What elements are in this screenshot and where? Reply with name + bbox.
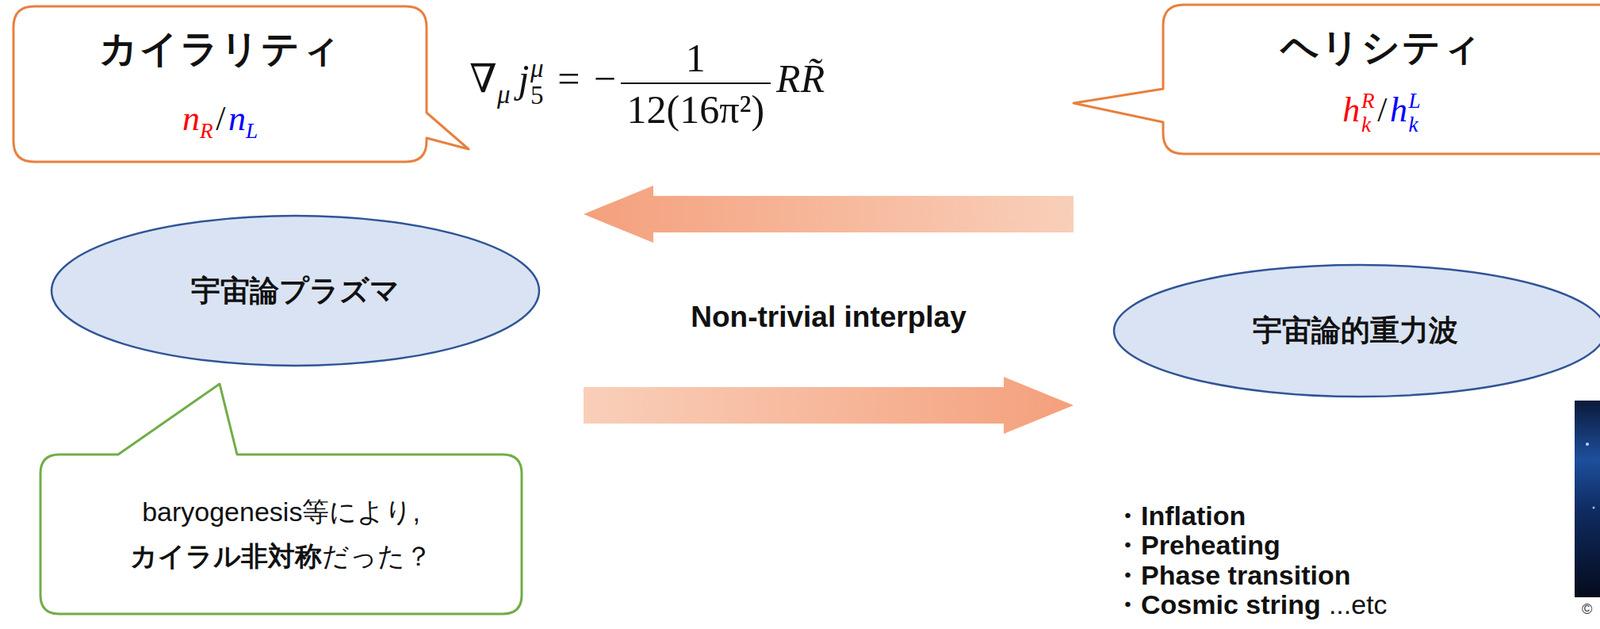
equation-line: ∇μjμ5=−112(16π²)RR̃ — [469, 34, 825, 133]
callout-box: カイラリティnR/nL — [11, 4, 472, 164]
subscript: L — [245, 118, 258, 143]
node-content: 宇宙論プラズマ — [49, 214, 541, 368]
node-content: ヘリシティhRk/hLk — [1163, 4, 1600, 154]
script-stack: μ5 — [530, 54, 544, 110]
symbol: n — [182, 99, 200, 138]
block-arrow — [583, 185, 1074, 243]
plasma-ellipse: 宇宙論プラズマ — [49, 214, 541, 368]
ellipse-label: 宇宙論的重力波 — [1252, 310, 1459, 351]
subscript: R — [199, 118, 214, 143]
note-line: カイラル非対称だった？ — [130, 538, 433, 575]
note-callout: baryogenesis等により, カイラル非対称だった？ — [38, 380, 524, 616]
bullet-item: ・Cosmic string — [1113, 589, 1321, 620]
callout-title: ヘリシティ — [1280, 22, 1483, 73]
bullet-item: ・Preheating — [1113, 529, 1281, 560]
bullet-line: ・Cosmic string...etc — [1113, 586, 1388, 624]
subscript: 5 — [530, 81, 544, 110]
bullet-etc: ...etc — [1328, 589, 1388, 620]
note-text: だった？ — [321, 540, 433, 571]
symbol: R — [776, 56, 801, 101]
symbol: h — [1389, 90, 1408, 130]
node-content: 宇宙論的重力波 — [1112, 263, 1598, 399]
gw-ellipse: 宇宙論的重力波 — [1112, 263, 1600, 399]
callout-box-shape — [1073, 4, 1600, 154]
callout-box-shape — [13, 6, 469, 162]
photo-star — [1585, 442, 1589, 446]
bullet-item: ・Phase transition — [1113, 559, 1352, 590]
symbol: R̃ — [800, 56, 826, 101]
node-content: baryogenesis等により, カイラル非対称だった？ — [40, 454, 522, 614]
slash: / — [1377, 90, 1387, 130]
superscript: L — [1408, 88, 1421, 113]
edge-caption: Non-trivial interplay — [690, 300, 966, 334]
script-stack: Rk — [1361, 88, 1375, 137]
callout-box: ヘリシティhRk/hLk — [1070, 3, 1600, 156]
ellipse-label: 宇宙論プラズマ — [191, 271, 400, 311]
symbol: j — [518, 56, 530, 101]
block-arrow — [583, 376, 1074, 434]
bullet-line: ・Inflation — [1113, 497, 1246, 535]
formula: hRk/hLk — [1342, 87, 1421, 138]
symbol: h — [1342, 90, 1360, 130]
copyright-mark: © — [1581, 600, 1593, 618]
formula: nR/nL — [182, 98, 258, 144]
slash: / — [215, 99, 226, 138]
photo-star — [1592, 506, 1596, 510]
gw-ellipse-shape — [1113, 264, 1600, 397]
subscript: k — [1361, 112, 1375, 137]
script-stack: Lk — [1408, 88, 1421, 137]
numerator: 1 — [620, 34, 771, 85]
superscript: R — [1361, 88, 1375, 113]
node-content: カイラリティnR/nL — [13, 6, 427, 162]
nabla: ∇ — [469, 56, 498, 101]
bullet-item: ・Inflation — [1113, 500, 1246, 531]
denominator: 12(16π²) — [620, 84, 771, 133]
symbol: n — [228, 99, 246, 138]
plasma-ellipse-shape — [51, 215, 540, 366]
fraction: 112(16π²) — [620, 34, 771, 133]
subscript: k — [1408, 112, 1421, 137]
callout-title: カイラリティ — [99, 23, 342, 75]
note-callout-shape — [40, 383, 522, 614]
photo-strip — [1574, 400, 1600, 598]
equation: ∇μjμ5=−112(16π²)RR̃ — [469, 23, 825, 143]
note-line: baryogenesis等により, — [141, 493, 421, 531]
subscript: μ — [497, 80, 511, 109]
bullet-line: ・Preheating — [1113, 527, 1281, 564]
minus: − — [593, 56, 617, 101]
superscript: μ — [530, 54, 544, 83]
equals: = — [557, 56, 580, 101]
emphasis: カイラル非対称 — [130, 540, 322, 571]
bullet-line: ・Phase transition — [1113, 557, 1352, 594]
